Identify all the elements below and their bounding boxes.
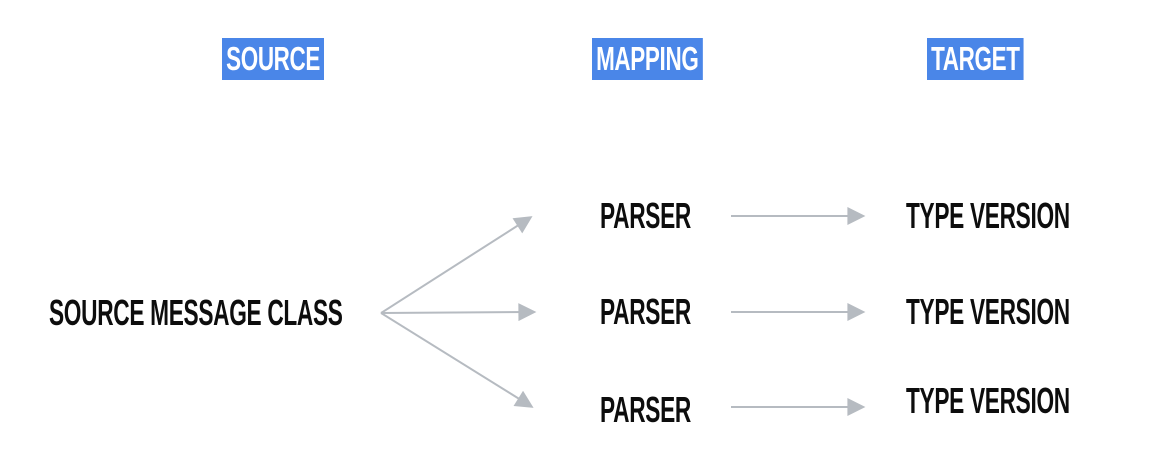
fan-arrow-bottom xyxy=(380,312,534,408)
fan-arrow-top xyxy=(380,216,533,314)
column-header-mapping: MAPPING xyxy=(592,38,703,80)
source-message-class-node: SOURCE MESSAGE CLASS xyxy=(49,292,343,333)
fan-arrow-middle xyxy=(380,303,537,322)
type-version-node-2: TYPE VERSION xyxy=(906,291,1070,332)
parser-node-3: PARSER xyxy=(600,389,691,430)
column-header-source: SOURCE xyxy=(222,38,325,80)
parser-node-2: PARSER xyxy=(600,291,691,332)
type-version-node-1: TYPE VERSION xyxy=(906,195,1070,236)
column-header-target: TARGET xyxy=(927,38,1024,80)
type-version-node-3: TYPE VERSION xyxy=(906,380,1070,421)
parser-node-1: PARSER xyxy=(600,195,691,236)
